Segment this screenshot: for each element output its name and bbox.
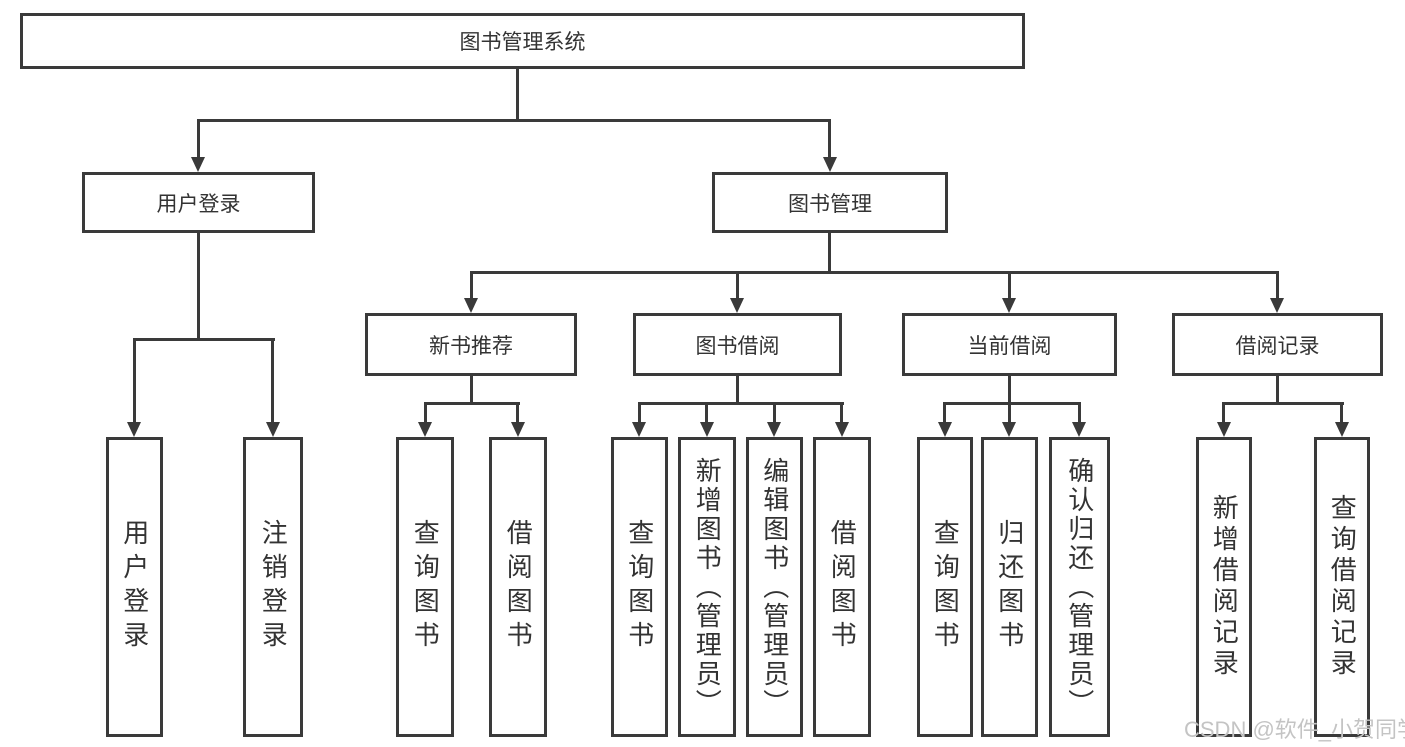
- connector-stem-cb-query: [943, 402, 946, 423]
- arrowhead-nb-query: [418, 422, 432, 437]
- node-cb-confirm: 确认归还（管理员）: [1049, 437, 1110, 737]
- connector-stem-book-mgmt: [828, 119, 831, 158]
- node-current-borrow: 当前借阅: [902, 313, 1117, 376]
- node-book-borrow-label: 图书借阅: [695, 334, 780, 358]
- node-bb-edit: 编辑图书（管理员）: [746, 437, 803, 737]
- arrowhead-login: [127, 422, 141, 437]
- arrowhead-nb-borrow: [511, 422, 525, 437]
- node-new-book-rec-label: 新书推荐: [429, 334, 513, 358]
- node-bb-edit-label: 编辑图书（管理员）: [759, 456, 790, 718]
- node-nb-query-label: 查询图书: [410, 519, 441, 655]
- node-login-label: 用户登录: [119, 519, 150, 655]
- arrowhead-cb-confirm: [1072, 422, 1086, 437]
- connector-stem-nb-query: [424, 402, 427, 423]
- connector-root-trunk: [516, 69, 519, 122]
- arrowhead-cb-return: [1002, 422, 1016, 437]
- node-bb-borrow: 借阅图书: [813, 437, 871, 737]
- node-cb-return: 归还图书: [981, 437, 1038, 737]
- connector-new-book-rec-rail: [424, 402, 520, 405]
- arrowhead-current-borrow: [1002, 298, 1016, 313]
- node-new-book-rec: 新书推荐: [365, 313, 577, 376]
- node-borrow-record-label: 借阅记录: [1235, 334, 1320, 358]
- connector-stem-user-login: [197, 119, 200, 158]
- arrowhead-book-mgmt: [823, 157, 837, 172]
- arrowhead-new-book-rec: [464, 298, 478, 313]
- arrowhead-bb-query: [632, 422, 646, 437]
- connector-stem-bb-edit: [773, 402, 776, 423]
- connector-stem-cb-confirm: [1078, 402, 1081, 423]
- connector-user-login-rail: [134, 338, 275, 341]
- arrowhead-user-login: [191, 157, 205, 172]
- node-borrow-record: 借阅记录: [1172, 313, 1383, 376]
- connector-current-borrow-trunk: [1008, 376, 1011, 405]
- arrowhead-cb-query: [938, 422, 952, 437]
- node-root: 图书管理系统: [20, 13, 1025, 69]
- connector-borrow-record-trunk: [1276, 376, 1279, 405]
- node-bb-query-label: 查询图书: [624, 519, 655, 655]
- connector-stem-br-query: [1340, 402, 1343, 423]
- node-book-mgmt-label: 图书管理: [788, 192, 872, 216]
- connector-book-mgmt-trunk: [828, 232, 831, 274]
- node-br-query-label: 查询借阅记录: [1327, 494, 1358, 680]
- node-login: 用户登录: [106, 437, 163, 737]
- connector-stem-current-borrow: [1008, 271, 1011, 300]
- connector-stem-book-borrow: [736, 271, 739, 300]
- node-br-add: 新增借阅记录: [1196, 437, 1252, 737]
- connector-stem-logout: [271, 338, 274, 424]
- csdn-watermark: CSDN @软件_小贺同学: [1184, 717, 1405, 742]
- connector-stem-cb-return: [1008, 402, 1011, 423]
- node-logout-label: 注销登录: [258, 519, 289, 655]
- node-bb-borrow-label: 借阅图书: [827, 519, 858, 655]
- arrowhead-borrow-record: [1270, 298, 1284, 313]
- arrowhead-book-borrow: [730, 298, 744, 313]
- node-nb-borrow: 借阅图书: [489, 437, 547, 737]
- node-cb-query-label: 查询图书: [930, 519, 961, 655]
- connector-stem-br-add: [1222, 402, 1225, 423]
- node-logout: 注销登录: [243, 437, 303, 737]
- node-bb-query: 查询图书: [611, 437, 668, 737]
- node-book-borrow: 图书借阅: [633, 313, 842, 376]
- connector-stem-bb-query: [638, 402, 641, 423]
- node-nb-query: 查询图书: [396, 437, 454, 737]
- arrowhead-bb-borrow: [835, 422, 849, 437]
- node-cb-return-label: 归还图书: [994, 519, 1025, 655]
- connector-current-borrow-rail: [943, 402, 1081, 405]
- node-user-login: 用户登录: [82, 172, 315, 233]
- connector-stem-bb-borrow: [840, 402, 843, 423]
- node-br-query: 查询借阅记录: [1314, 437, 1370, 737]
- connector-stem-borrow-record: [1276, 271, 1279, 300]
- connector-borrow-record-rail: [1222, 402, 1344, 405]
- arrowhead-br-add: [1217, 422, 1231, 437]
- node-user-login-label: 用户登录: [156, 192, 241, 216]
- connector-new-book-rec-trunk: [470, 376, 473, 405]
- node-root-label: 图书管理系统: [459, 31, 586, 54]
- connector-level2-rail: [197, 119, 830, 122]
- arrowhead-logout: [266, 422, 280, 437]
- node-br-add-label: 新增借阅记录: [1209, 494, 1240, 680]
- connector-user-login-trunk: [197, 232, 200, 341]
- connector-book-borrow-trunk: [736, 376, 739, 405]
- node-bb-add-label: 新增图书（管理员）: [692, 456, 723, 718]
- node-cb-query: 查询图书: [917, 437, 973, 737]
- arrowhead-br-query: [1335, 422, 1349, 437]
- connector-stem-nb-borrow: [516, 402, 519, 423]
- connector-level3-rail: [470, 271, 1279, 274]
- connector-book-borrow-rail: [638, 402, 844, 405]
- node-bb-add: 新增图书（管理员）: [678, 437, 736, 737]
- node-book-mgmt: 图书管理: [712, 172, 948, 233]
- connector-stem-bb-add: [705, 402, 708, 423]
- connector-stem-login: [133, 338, 136, 424]
- arrowhead-bb-add: [700, 422, 714, 437]
- node-current-borrow-label: 当前借阅: [967, 334, 1052, 358]
- arrowhead-bb-edit: [767, 422, 781, 437]
- node-nb-borrow-label: 借阅图书: [503, 519, 534, 655]
- connector-stem-new-book-rec: [470, 271, 473, 300]
- node-cb-confirm-label: 确认归还（管理员）: [1064, 456, 1095, 718]
